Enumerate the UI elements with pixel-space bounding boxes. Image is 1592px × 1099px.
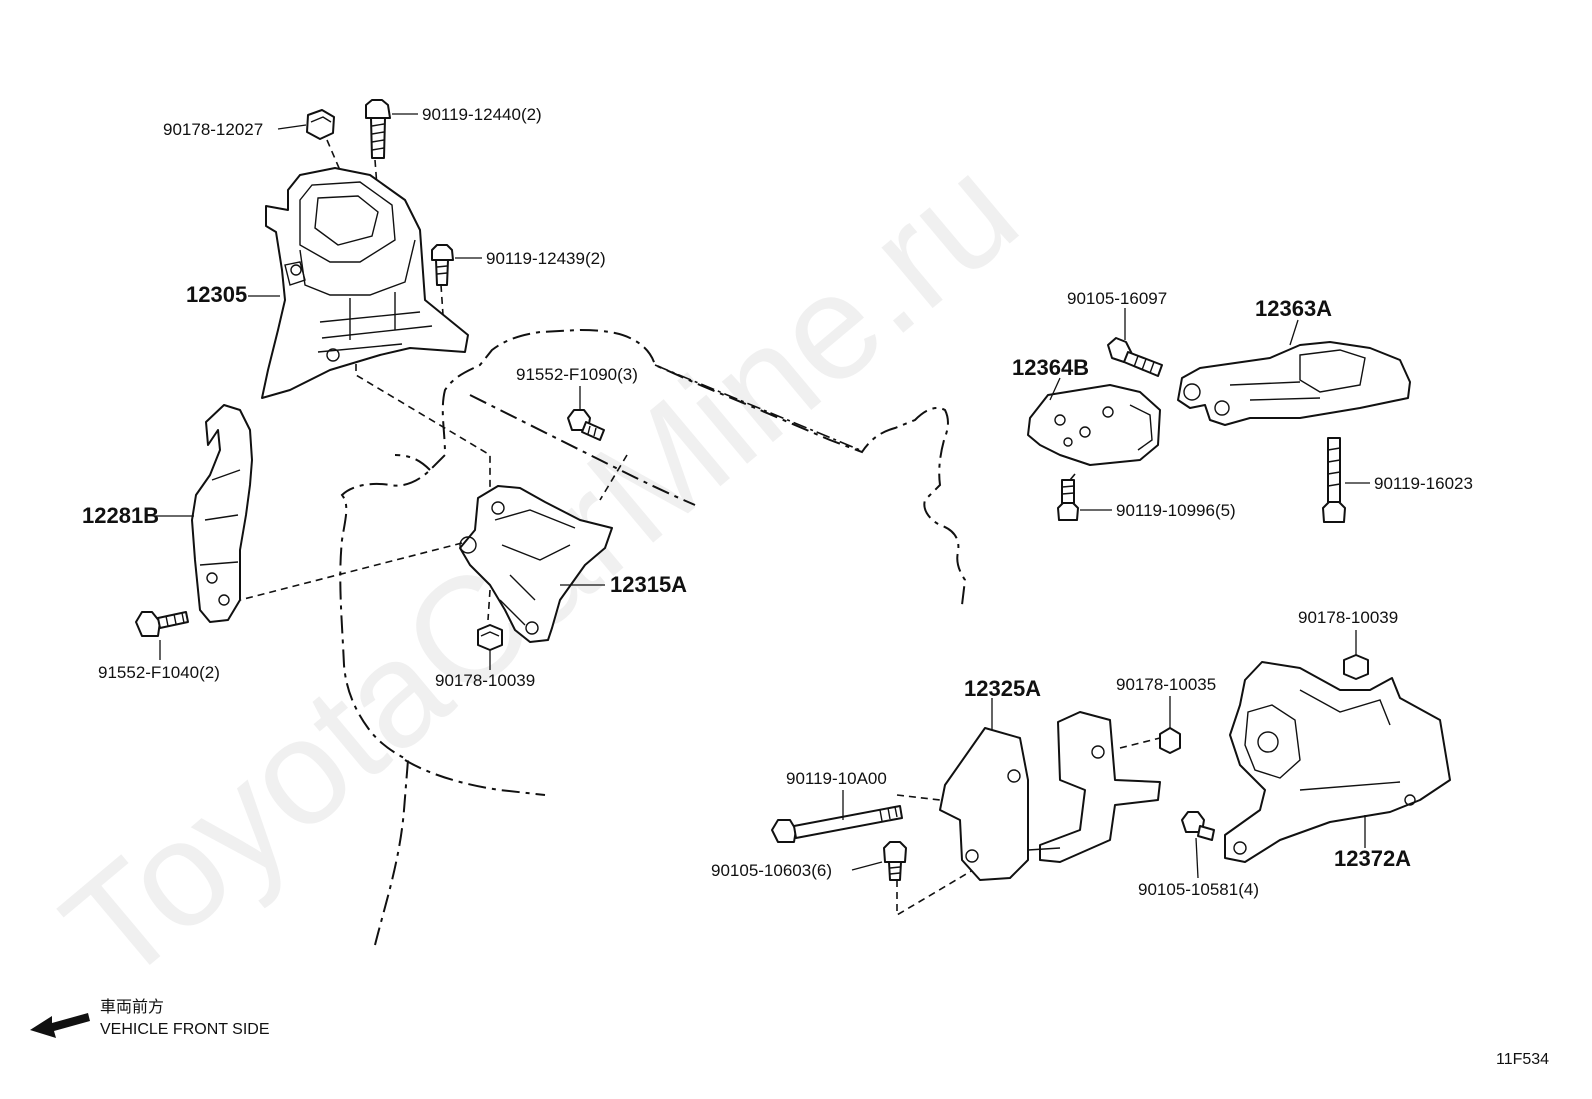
label-90178-12027: 90178-12027 bbox=[163, 120, 263, 139]
front-label-jp: 車両前方 bbox=[100, 998, 164, 1016]
bolt-90119-10996 bbox=[1057, 479, 1079, 521]
vehicle-front-indicator: 車両前方 VEHICLE FRONT SIDE bbox=[30, 998, 270, 1038]
label-90105-16097: 90105-16097 bbox=[1067, 289, 1167, 308]
bolt-91552-F1040 bbox=[135, 611, 189, 637]
label-90119-12440: 90119-12440(2) bbox=[422, 105, 542, 124]
label-90119-16023: 90119-16023 bbox=[1374, 474, 1473, 493]
front-label-en: VEHICLE FRONT SIDE bbox=[100, 1021, 270, 1038]
bolt-90119-16023 bbox=[1322, 437, 1346, 523]
label-90105-10581: 90105-10581(4) bbox=[1138, 880, 1259, 899]
label-90119-10A00: 90119-10A00 bbox=[786, 769, 887, 788]
bolt-90119-12440 bbox=[365, 99, 391, 159]
front-arrow-icon bbox=[30, 1013, 90, 1038]
bolt-90105-10581 bbox=[1181, 811, 1215, 841]
label-91552-F1040: 91552-F1040(2) bbox=[98, 663, 220, 682]
nut-90178-10039-center bbox=[477, 624, 503, 651]
nut-90178-10035 bbox=[1159, 727, 1181, 754]
bracket-12315A bbox=[459, 485, 613, 643]
bracket-12325A bbox=[939, 711, 1161, 881]
label-91552-F1090: 91552-F1090(3) bbox=[516, 365, 638, 384]
label-90105-10603: 90105-10603(6) bbox=[711, 861, 832, 880]
bolt-90105-16097 bbox=[1107, 337, 1163, 377]
leader-lines bbox=[155, 113, 1370, 879]
label-12315A: 12315A bbox=[610, 572, 687, 597]
label-90178-10039-right: 90178-10039 bbox=[1298, 608, 1398, 627]
torque-rod-12363A bbox=[1177, 341, 1411, 426]
label-12281B: 12281B bbox=[82, 503, 159, 528]
label-90119-12439: 90119-12439(2) bbox=[486, 249, 606, 268]
bolt-91552-F1090 bbox=[567, 409, 605, 441]
nut-90178-12027 bbox=[306, 109, 335, 140]
transmission-mount-12372A bbox=[1224, 661, 1451, 863]
bracket-12364B bbox=[1027, 384, 1161, 466]
bolt-90119-12439 bbox=[431, 244, 454, 286]
label-12305: 12305 bbox=[186, 282, 247, 307]
label-90178-10035: 90178-10035 bbox=[1116, 675, 1216, 694]
bolt-90105-10603 bbox=[883, 841, 907, 881]
engine-mount-12305 bbox=[261, 167, 469, 399]
label-12372A: 12372A bbox=[1334, 846, 1411, 871]
nut-90178-10039-right bbox=[1343, 654, 1369, 680]
callouts: 90178-12027 90119-12440(2) 90119-12439(2… bbox=[82, 105, 1473, 899]
diagram-code: 11F534 bbox=[1496, 1051, 1549, 1068]
label-90119-10996: 90119-10996(5) bbox=[1116, 501, 1236, 520]
engine-outline bbox=[339, 328, 967, 946]
bolt-90119-10A00 bbox=[771, 805, 903, 843]
label-12325A: 12325A bbox=[964, 676, 1041, 701]
label-90178-10039-center: 90178-10039 bbox=[435, 671, 535, 690]
label-12364B: 12364B bbox=[1012, 355, 1089, 380]
bracket-12281B bbox=[191, 404, 253, 623]
label-12363A: 12363A bbox=[1255, 296, 1332, 321]
